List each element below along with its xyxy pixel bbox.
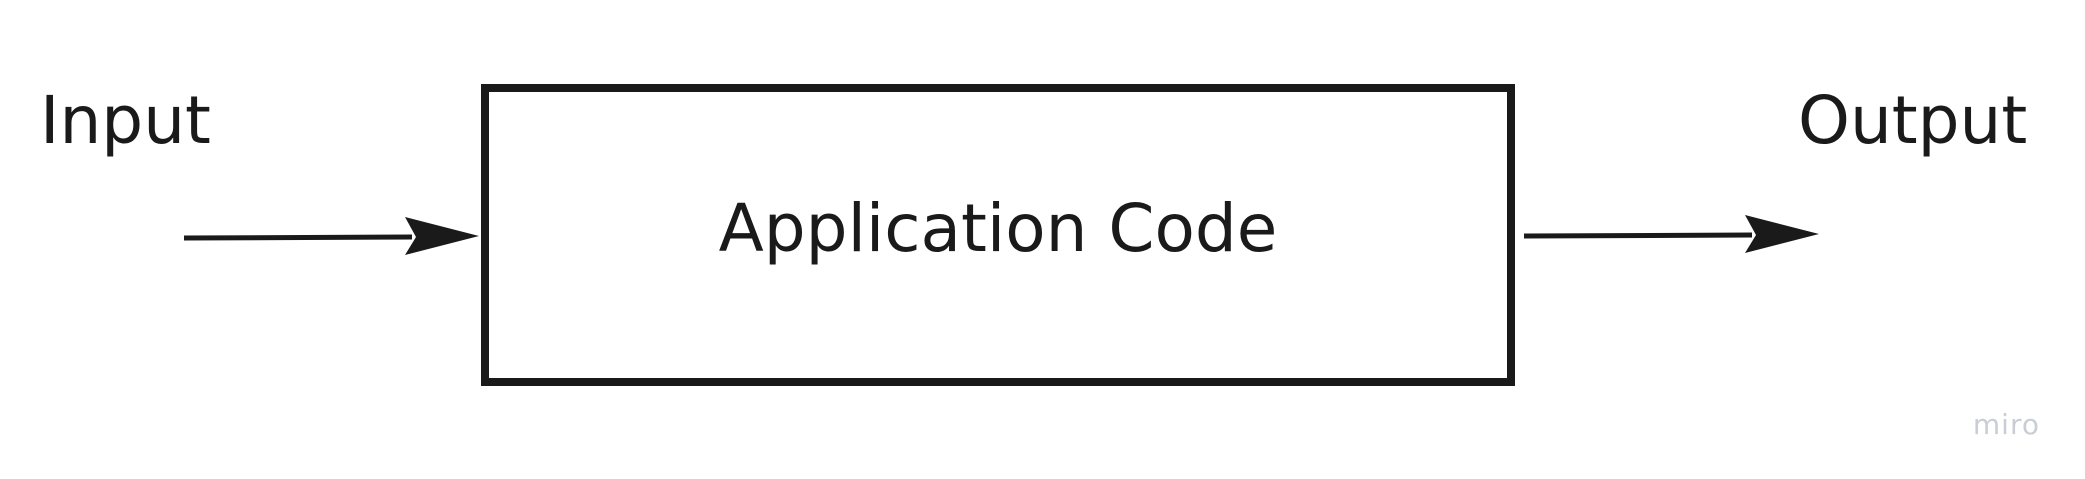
input-arrow — [183, 217, 479, 255]
output-arrow-shaft — [1523, 232, 1753, 239]
miro-watermark: miro — [1972, 408, 2040, 441]
output-label: Output — [1798, 82, 2028, 159]
input-label: Input — [40, 82, 211, 159]
application-code-box: Application Code — [481, 84, 1515, 386]
application-code-label: Application Code — [718, 190, 1278, 267]
input-arrowhead — [405, 217, 479, 255]
input-arrow-shaft — [183, 234, 413, 241]
output-arrow — [1523, 215, 1819, 253]
output-arrowhead — [1745, 215, 1819, 253]
